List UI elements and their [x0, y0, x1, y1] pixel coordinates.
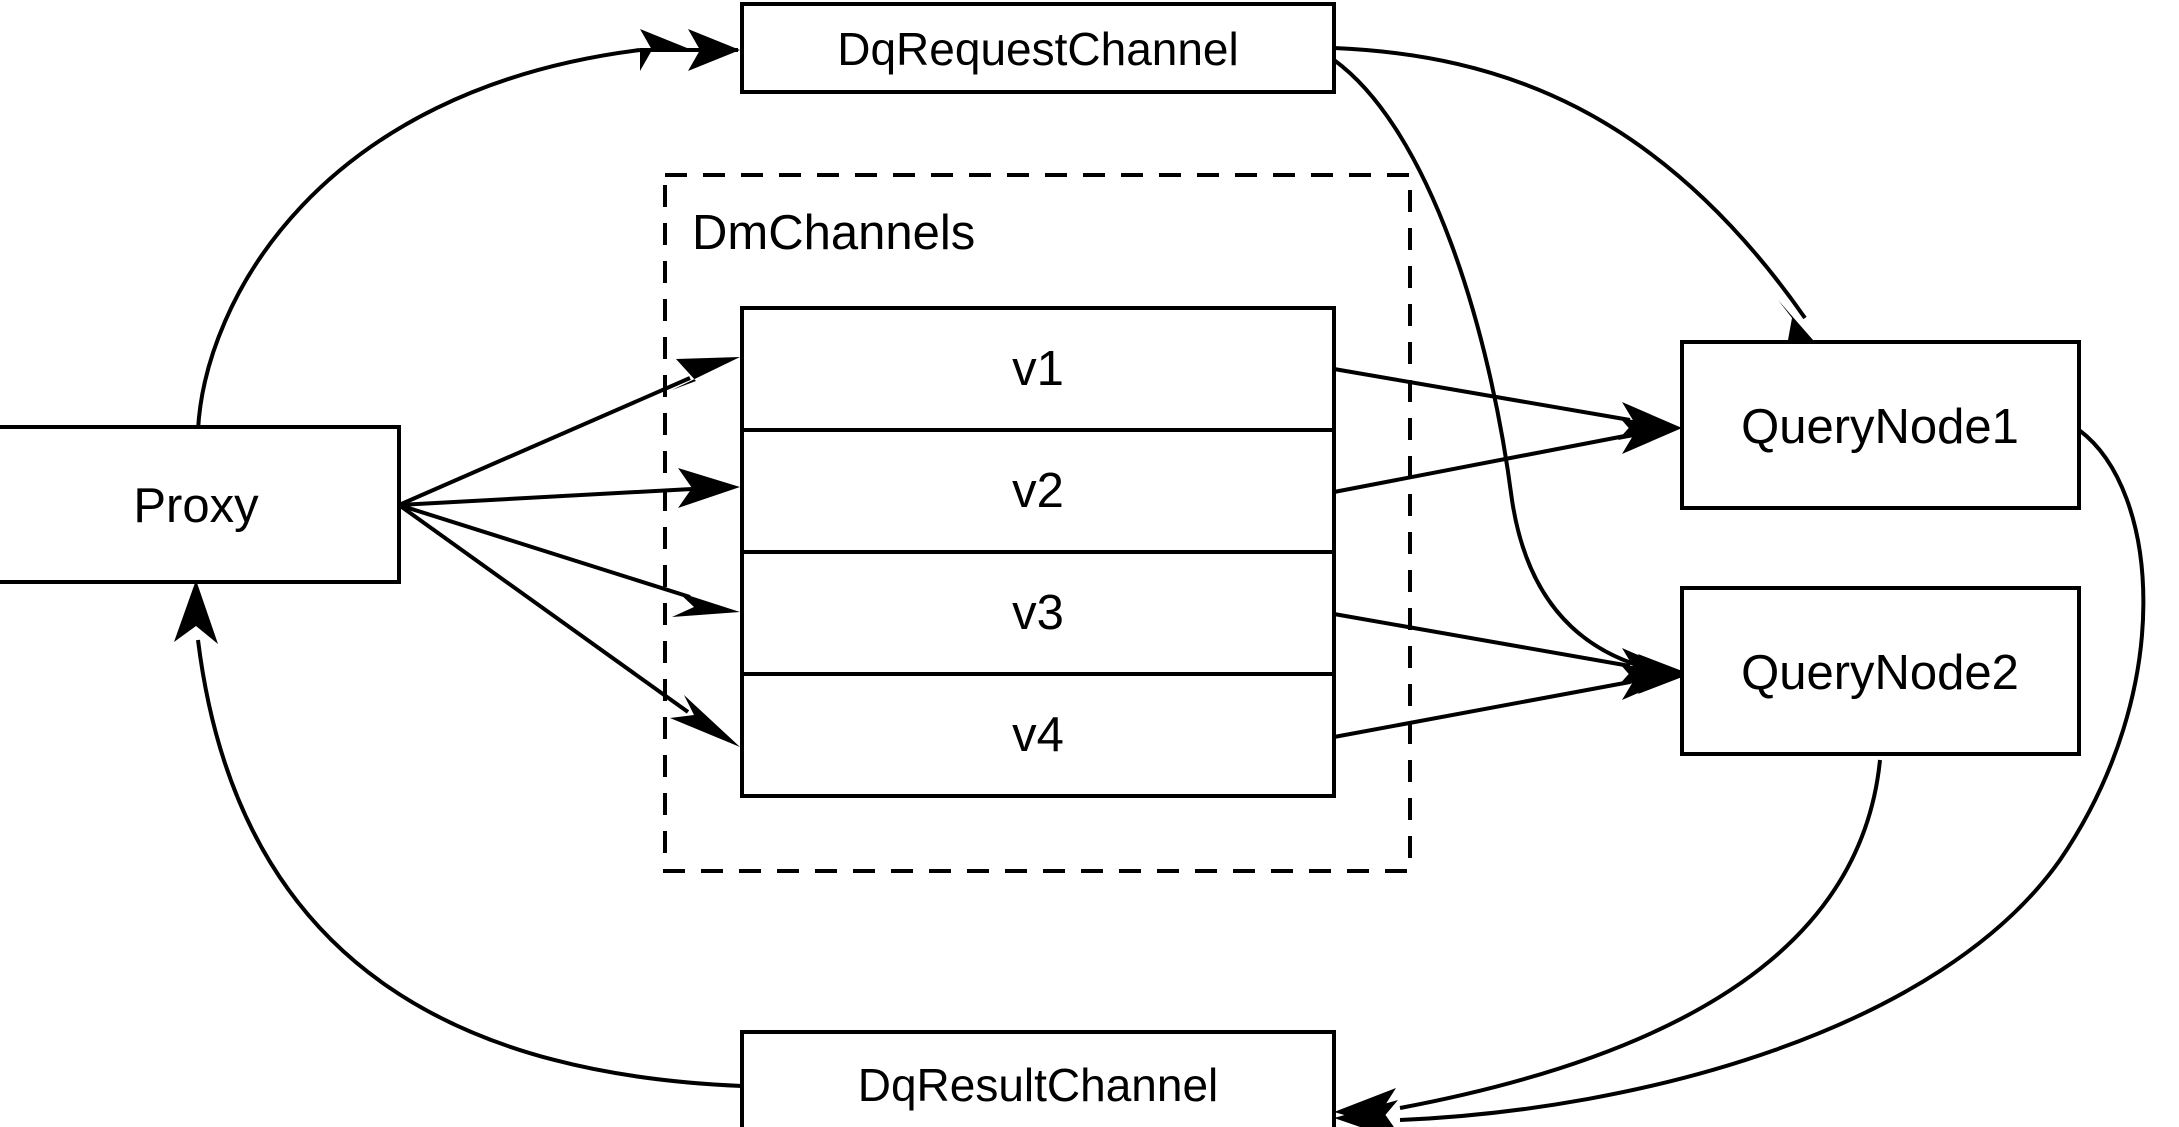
edge-proxy-to-v4 [397, 503, 740, 747]
node-dq-request-channel[interactable]: DqRequestChannel [740, 2, 1336, 94]
edge-dqresultchannel-to-proxy [174, 580, 743, 1088]
node-dq-result-channel[interactable]: DqResultChannel [740, 1030, 1336, 1127]
proxy-label: Proxy [133, 479, 259, 533]
dq-request-channel-label: DqRequestChannel [837, 23, 1239, 75]
edge-v4-to-querynode2 [1333, 664, 1682, 739]
channel-row-v4[interactable]: v4 [1012, 708, 1064, 762]
group-dm-channels: DmChannels [663, 173, 1412, 873]
channel-row-v3[interactable]: v3 [1012, 586, 1064, 640]
edge-dqrequestchannel-to-querynode1 [1333, 46, 1813, 340]
query-node-2-label: QueryNode2 [1741, 646, 2019, 700]
edge-querynode1-to-dqresultchannel [1334, 428, 2146, 1127]
node-query-node-1[interactable]: QueryNode1 [1680, 340, 2081, 510]
channel-label-v3: v3 [1012, 586, 1064, 640]
edge-querynode2-to-dqresultchannel [1334, 759, 1882, 1127]
node-query-node-2[interactable]: QueryNode2 [1680, 586, 2081, 756]
edge-v2-to-querynode1 [1333, 418, 1682, 494]
edge-proxy-to-v1 [398, 357, 740, 507]
dm-channels-group-label: DmChannels [692, 206, 975, 260]
channel-row-v1[interactable]: v1 [1012, 342, 1064, 396]
channel-label-v4: v4 [1012, 708, 1064, 762]
edge-proxy-to-v3 [398, 503, 740, 617]
channel-label-v1: v1 [1012, 342, 1064, 396]
edge-proxy-to-dqrequestchannel [196, 29, 740, 431]
edge-proxy-to-v2 [398, 468, 740, 508]
channel-label-v2: v2 [1012, 464, 1064, 518]
channel-stack: v1 v2 v3 v4 [740, 306, 1336, 798]
node-proxy[interactable]: Proxy [0, 425, 401, 584]
edge-v1-to-querynode1 [1333, 367, 1682, 440]
channel-row-v2[interactable]: v2 [1012, 464, 1064, 518]
query-node-1-label: QueryNode1 [1741, 400, 2019, 454]
dq-result-channel-label: DqResultChannel [858, 1059, 1219, 1111]
